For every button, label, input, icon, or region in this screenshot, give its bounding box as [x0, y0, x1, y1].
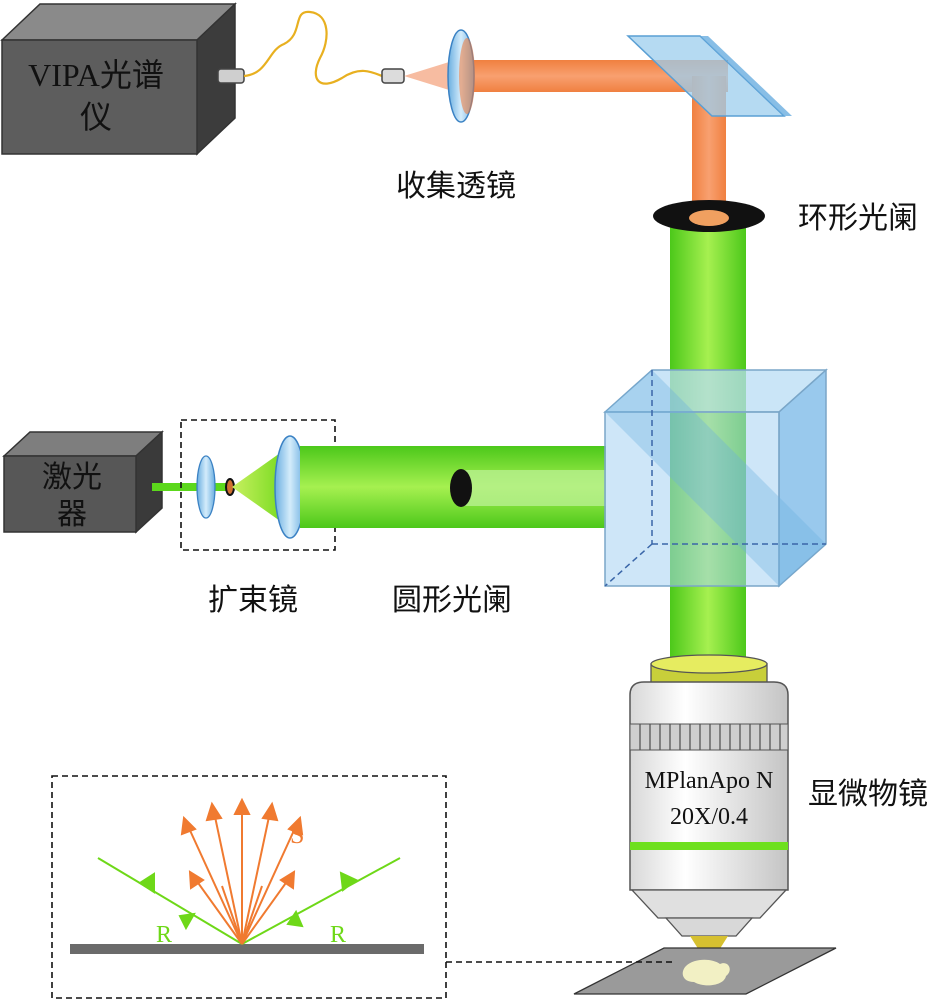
beam-expander-box — [180, 419, 336, 551]
spectrometer-label-line2: 仪 — [80, 98, 112, 136]
inset-reflect-right-label: R — [330, 922, 346, 948]
beam-splitter-cube — [603, 368, 828, 588]
objective-model: MPlanApo N — [645, 768, 774, 794]
laser-label-line1: 激光 — [42, 460, 102, 495]
spectrometer-label-line1: VIPA光谱 — [28, 57, 164, 93]
inset-signal-label: S — [290, 820, 304, 849]
sample-slide — [573, 947, 837, 995]
optical-fiber — [243, 10, 383, 85]
expander-lens-small — [196, 455, 216, 519]
label-annular-aperture: 环形光阑 — [798, 201, 918, 236]
label-collection-lens: 收集透镜 — [396, 169, 516, 204]
laser-beam-narrow — [152, 483, 230, 491]
inset-sample-surface — [70, 944, 424, 954]
microscope-objective: MPlanApo N 20X/0.4 — [629, 654, 789, 966]
fiber-connector-collector — [381, 68, 405, 84]
scattering-inset-box — [51, 775, 447, 999]
fiber-connector-box — [217, 68, 245, 84]
inset-reflect-left-label: R — [156, 922, 172, 948]
annular-aperture — [653, 200, 765, 232]
laser-source: 激光 器 — [2, 430, 164, 534]
objective-spec: 20X/0.4 — [670, 804, 748, 830]
collection-lens — [447, 29, 475, 123]
laser-label-line2: 器 — [57, 497, 87, 532]
label-circular-aperture: 圆形光阑 — [392, 583, 512, 618]
label-beam-expander: 扩束镜 — [208, 583, 298, 618]
vipa-spectrometer: VIPA光谱 仪 — [0, 2, 237, 156]
label-objective: 显微物镜 — [808, 777, 928, 812]
inset-scattered-rays — [180, 797, 304, 945]
inset-incident-reflected-rays — [97, 857, 401, 945]
circular-aperture — [450, 469, 472, 507]
blocked-center-beam — [462, 470, 606, 506]
